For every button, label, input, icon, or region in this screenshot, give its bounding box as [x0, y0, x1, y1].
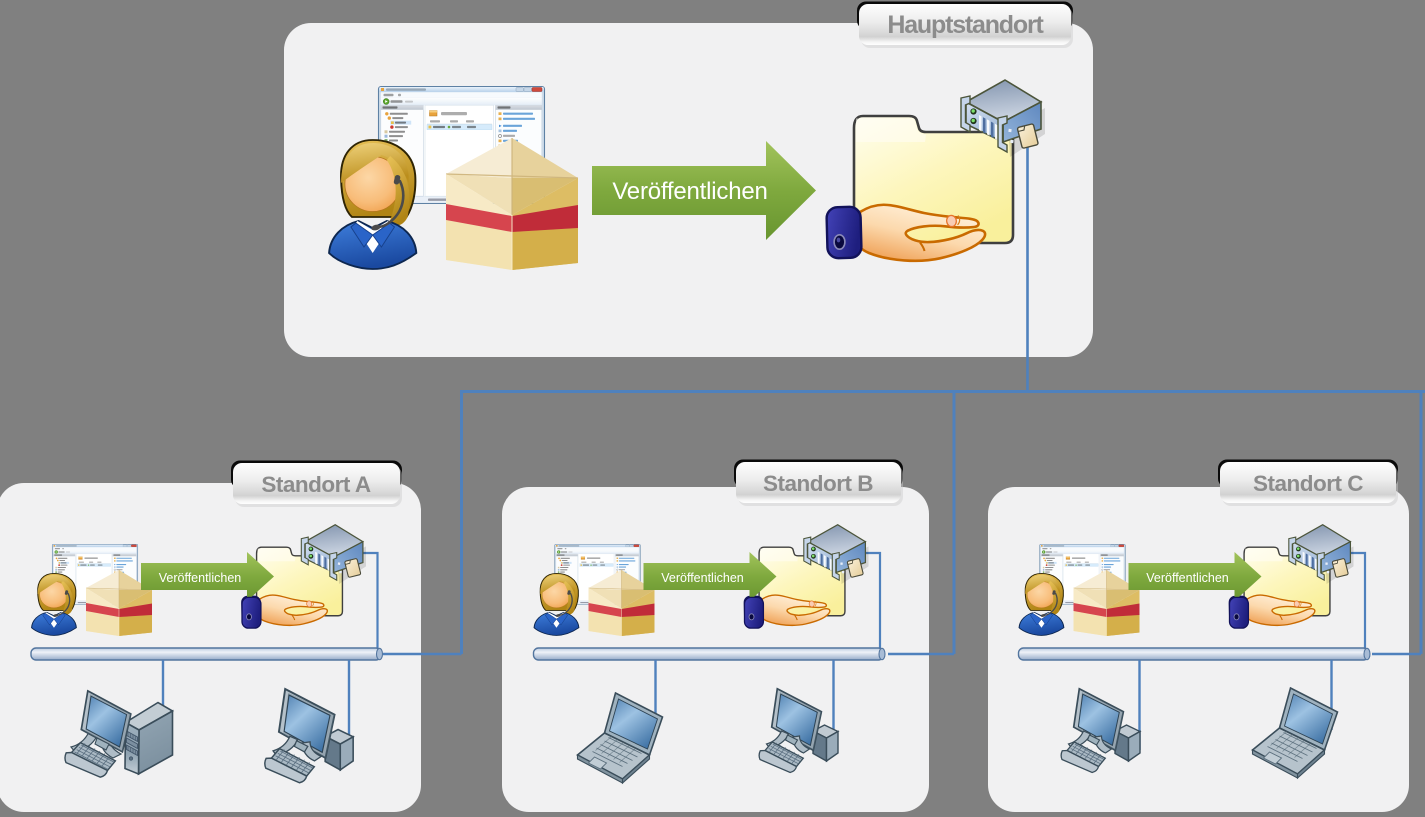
svg-text:Veröffentlichen: Veröffentlichen: [612, 178, 767, 205]
svg-text:Standort B: Standort B: [763, 471, 873, 496]
svg-text:Hauptstandort: Hauptstandort: [887, 11, 1044, 39]
svg-text:Standort A: Standort A: [261, 472, 370, 497]
svg-text:Standort C: Standort C: [1253, 471, 1363, 496]
